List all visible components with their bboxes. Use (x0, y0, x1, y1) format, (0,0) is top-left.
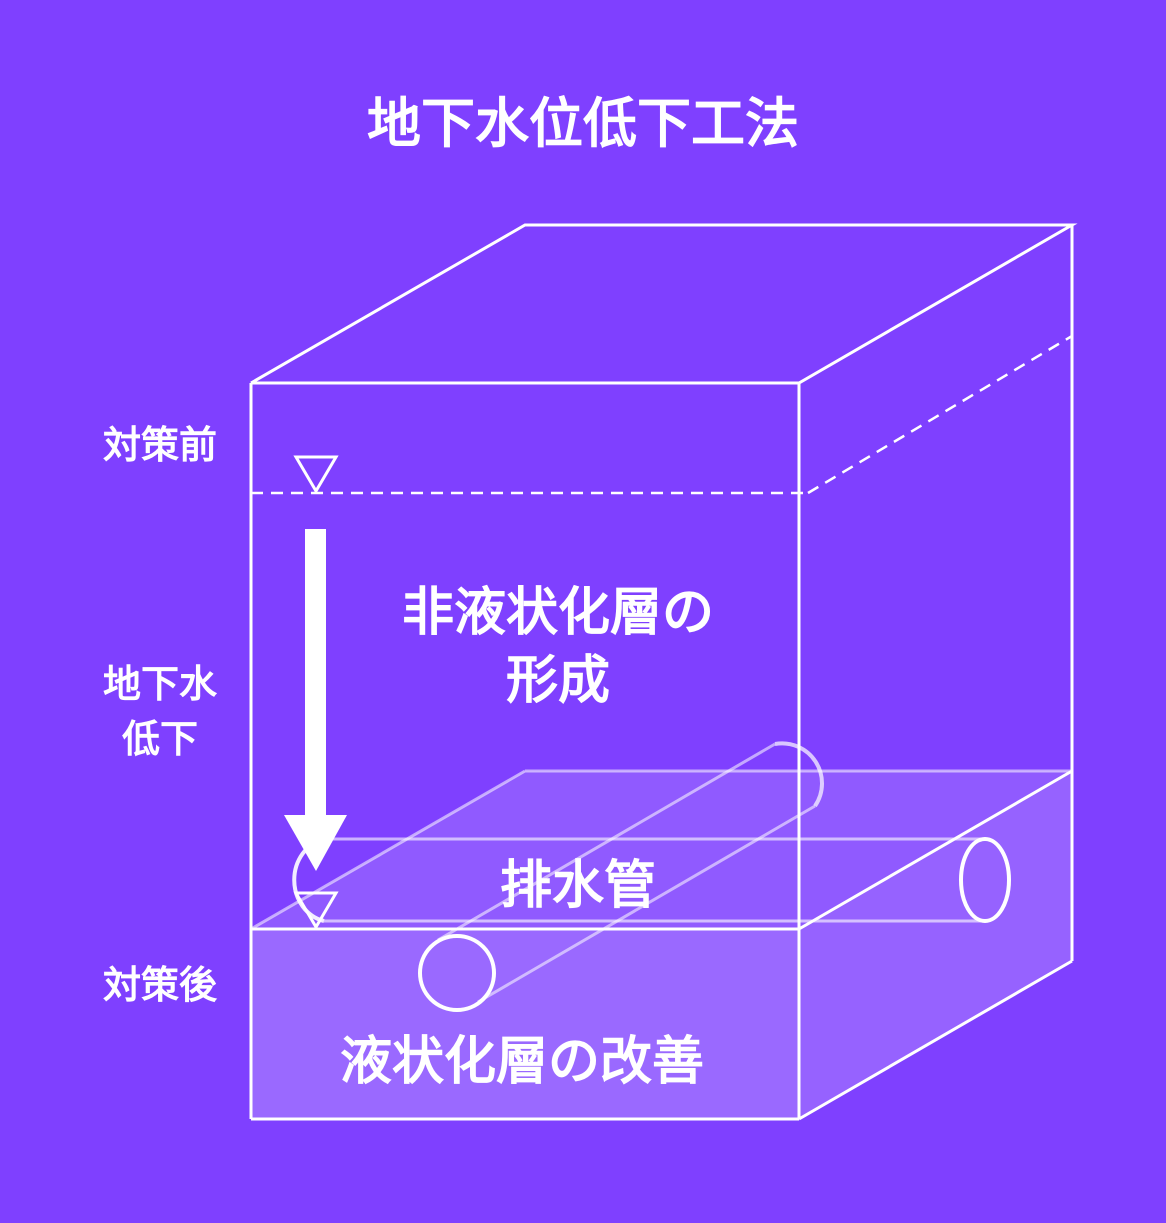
improved-layer-front-face (251, 929, 799, 1119)
label-before: 対策前 (103, 423, 217, 467)
label-after: 対策後 (103, 963, 218, 1007)
diagram-title: 地下水位低下工法 (367, 92, 799, 155)
water-level-after-marker (293, 891, 339, 930)
lowering-arrow (284, 529, 347, 871)
drain-pipe-diagonal (418, 741, 824, 1012)
soil-block-outline (249, 223, 1078, 1121)
label-lowering-line1: 地下水 (103, 662, 218, 706)
original-water-table (251, 334, 1073, 495)
drain-pipes (292, 741, 1011, 1012)
water-level-before-marker (293, 455, 339, 494)
label-nonliquefied-line2: 形成 (506, 651, 610, 711)
label-drain-pipe: 排水管 (500, 856, 656, 916)
label-lowering-line2: 低下 (122, 717, 198, 761)
label-improvement: 液状化層の改善 (340, 1032, 704, 1092)
label-nonliquefied-line1: 非液状化層の (402, 583, 714, 643)
